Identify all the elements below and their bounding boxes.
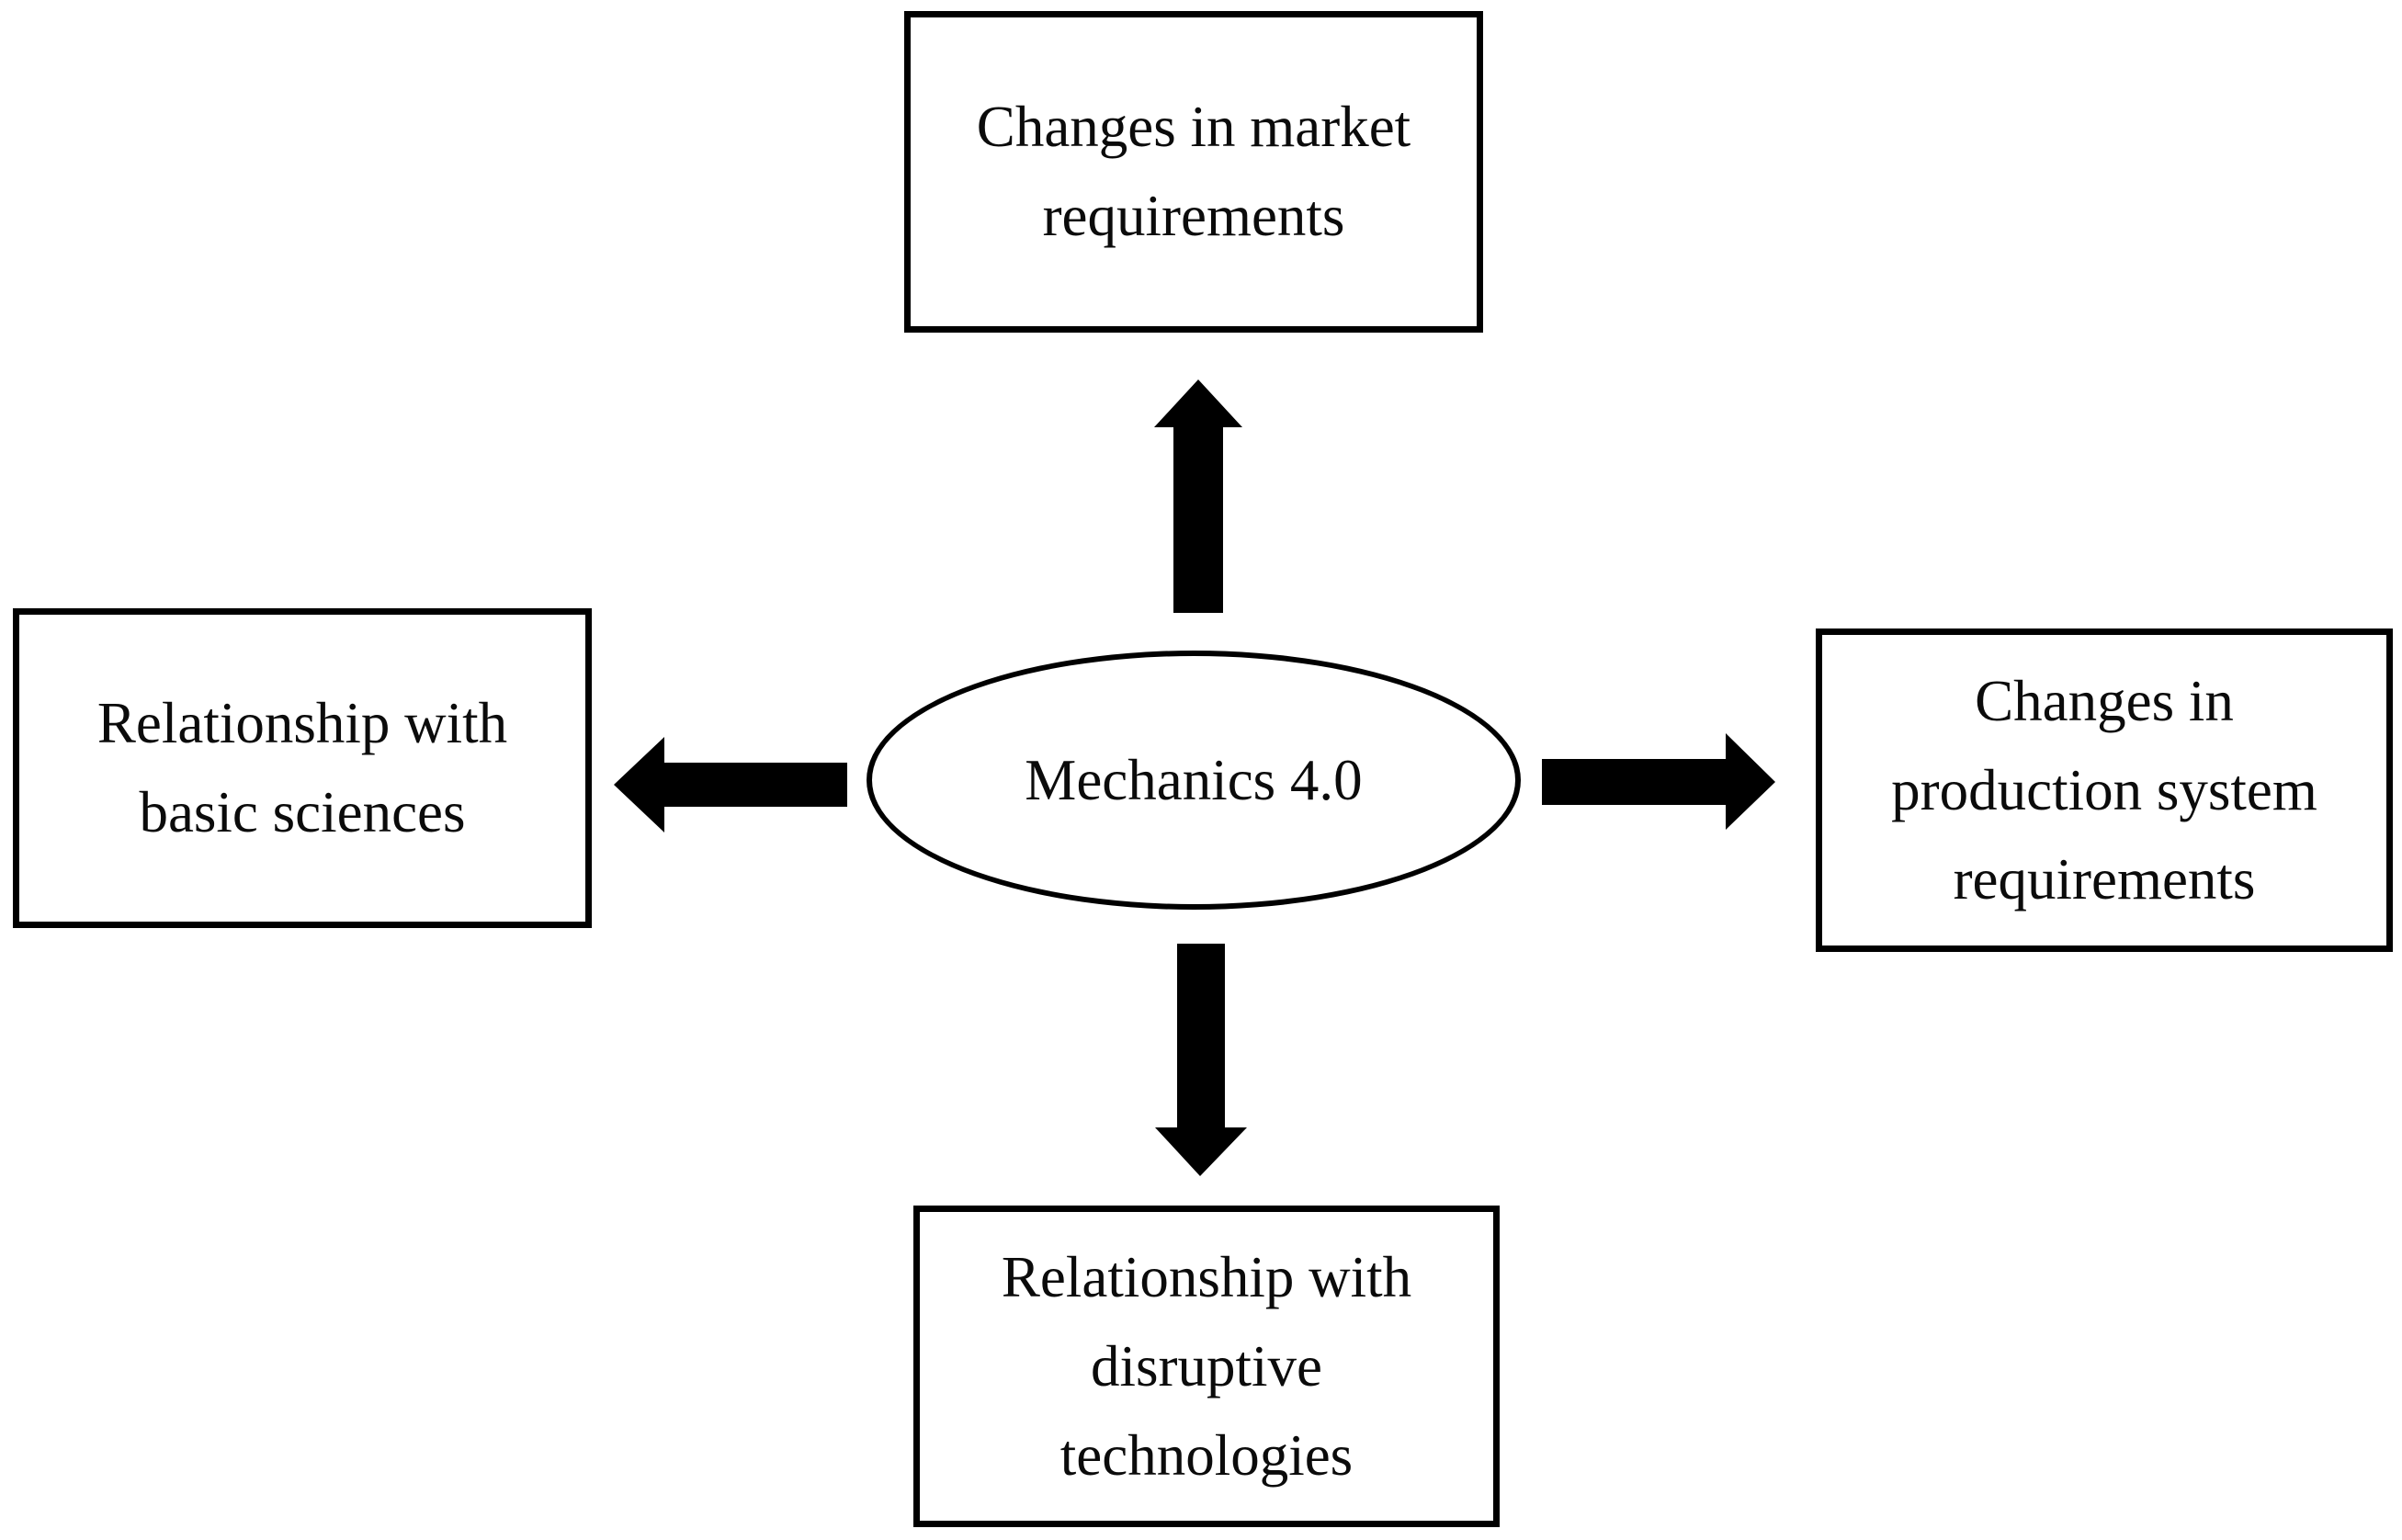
node-label-line: Relationship with — [1001, 1244, 1412, 1309]
arrow-up-icon — [1154, 379, 1242, 613]
node-changes-in-production-system-requirements: Changes in production system requirement… — [1816, 628, 2393, 952]
node-changes-in-market-requirements: Changes in market requirements — [904, 11, 1483, 333]
arrow-left-icon — [614, 737, 847, 832]
node-relationship-with-basic-sciences: Relationship with basic sciences — [13, 608, 592, 928]
node-label-line: requirements — [1042, 184, 1345, 248]
center-node-label: Mechanics 4.0 — [1025, 747, 1363, 812]
node-label-line: Changes in — [1975, 668, 2234, 733]
node-relationship-with-disruptive-technologies: Relationship with disruptive technologie… — [913, 1206, 1500, 1527]
node-label-line: Changes in market — [976, 95, 1411, 159]
node-label-line: basic sciences — [139, 780, 466, 844]
node-label-line: Relationship with — [96, 691, 508, 755]
node-label-line: disruptive — [1091, 1333, 1322, 1398]
arrow-right-icon — [1542, 733, 1775, 830]
center-node-mechanics-4-0: Mechanics 4.0 — [867, 651, 1521, 910]
node-label-line: technologies — [1059, 1422, 1354, 1488]
node-label-line: production system — [1891, 757, 2317, 822]
node-label-line: requirements — [1953, 846, 2256, 912]
arrow-down-icon — [1155, 944, 1247, 1176]
